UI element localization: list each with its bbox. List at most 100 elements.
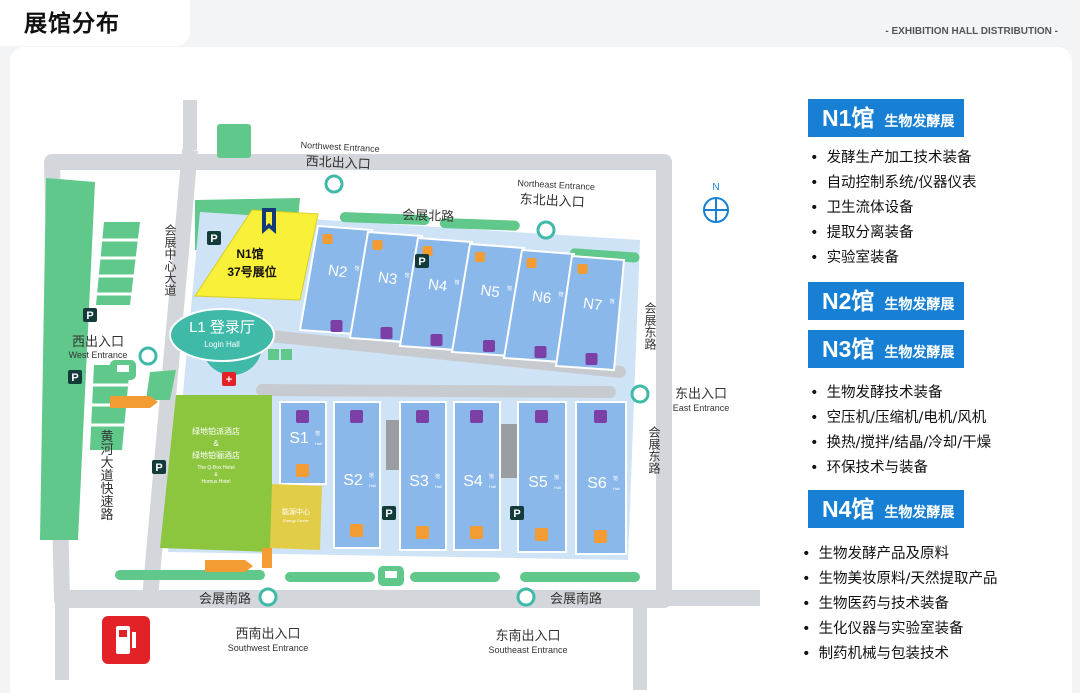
hall-label: S1 [289,430,309,447]
legend-header-4: N4馆生物发酵展 [808,490,965,528]
restaurant-icon [470,526,483,539]
entrance-marker-icon [516,587,536,607]
legend-item: 卫生流体设备 [810,196,976,221]
svg-text:P: P [210,233,217,245]
legend-item: 换热/搅拌/结晶/冷却/干燥 [810,431,992,456]
svg-text:东北出入口: 东北出入口 [519,191,585,209]
svg-text:Southwest Entrance: Southwest Entrance [228,643,309,653]
legend-header-2: N2馆生物发酵展 [808,282,965,320]
legend-item: 生化仪器与实验室装备 [802,617,997,642]
svg-text:West Entrance: West Entrance [69,350,128,360]
hall-sub: 馆 [355,265,360,272]
road-label-east: 会展东路 [647,426,661,475]
legend-hall-category: 生物发酵展 [884,490,965,528]
hall-label: N7 [582,295,603,315]
title-tab [0,0,190,46]
hall-en: Hall [554,485,561,490]
hall-label: S4 [463,473,483,490]
restaurant-icon [594,530,607,543]
legend-hall-code: N3馆 [808,330,885,368]
svg-text:&: & [214,472,218,478]
hall-en: Hall [613,486,620,491]
restaurant-icon [577,264,588,274]
svg-text:P: P [418,256,425,268]
service-icon [470,410,483,423]
service-icon [535,410,548,423]
service-icon [380,327,393,339]
road-label-east: 会展东路 [643,302,657,351]
hall-en: Hall [369,483,376,488]
road-label-south: 会展南路 [199,591,251,606]
hall-en: Hall [435,484,442,489]
restaurant-icon [416,526,429,539]
hall-sub: 馆 [435,473,440,480]
svg-text:P: P [513,508,520,520]
svg-text:Northeast Entrance: Northeast Entrance [517,178,595,192]
restaurant-icon [296,464,309,477]
service-icon [350,410,363,423]
n1-booth: 37号展位 [227,264,276,279]
hall-label: N3 [377,269,398,289]
svg-text:东出入口: 东出入口 [675,386,727,401]
service-icon [330,320,343,332]
energy-center[interactable] [270,484,322,550]
hall-label: S5 [528,474,548,491]
legend-item: 发酵生产加工技术装备 [810,146,976,171]
hall-n3[interactable]: N3 馆 [348,230,424,344]
hall-s4[interactable]: S4 馆 Hall [453,401,501,551]
entrance-marker-icon [258,587,278,607]
svg-text:The Q-Box Hotel: The Q-Box Hotel [197,465,234,471]
legend-item: 生物医药与技术装备 [802,592,997,617]
svg-text:P: P [155,462,162,474]
west-park [40,178,95,540]
service-icon [585,353,598,365]
road-label-north: 会展北路 [402,207,455,224]
legend-header-1: N1馆生物发酵展 [808,99,965,137]
hall-label: S2 [343,472,363,489]
hall-sub: 馆 [613,475,618,482]
parking-icon [415,254,429,268]
hall-en: Hall [489,484,496,489]
hall-n7[interactable]: N7 馆 [554,254,626,372]
hall-n6[interactable]: N6 馆 [502,248,576,364]
svg-text:东南出入口: 东南出入口 [495,628,560,643]
road-label-south: 会展南路 [550,591,602,606]
hall-n1[interactable] [194,209,319,301]
hall-sub: 馆 [315,430,320,437]
legend-hall-code: N1馆 [808,99,885,137]
svg-text:西北出入口: 西北出入口 [305,153,371,171]
svg-text:P: P [71,372,78,384]
svg-text:能源中心: 能源中心 [282,507,310,516]
restaurant-icon [350,524,363,537]
legend-hall-code: N2馆 [808,282,885,320]
hall-sub: 馆 [610,298,615,305]
hotel-building[interactable] [160,395,272,552]
hall-label: N2 [327,262,348,282]
service-icon [594,410,607,423]
parking-icon [68,370,82,384]
road-label-expressway: 黄河大道快速路 [99,430,114,521]
direction-tag [205,560,253,572]
toilet-sign [217,124,251,158]
hall-label: N4 [427,276,448,296]
parking-icon [382,506,396,520]
svg-text:绿地铂骊酒店: 绿地铂骊酒店 [192,450,240,460]
service-icon [416,410,429,423]
legend-hall-category: 生物发酵展 [884,330,965,368]
legend-item: 空压机/压缩机/电机/风机 [810,406,991,431]
restaurant-icon [422,246,433,256]
login-hall[interactable] [169,308,275,362]
page-title: 展馆分布 [24,11,120,37]
legend-hall-code: N4馆 [808,490,885,528]
direction-tag [110,396,158,408]
hall-label: N6 [531,288,552,308]
legend-item: 提取分离装备 [810,221,976,246]
hall-n2[interactable]: N2 馆 [298,224,374,336]
hall-sub: 馆 [489,473,494,480]
hall-sub: 馆 [507,285,512,292]
